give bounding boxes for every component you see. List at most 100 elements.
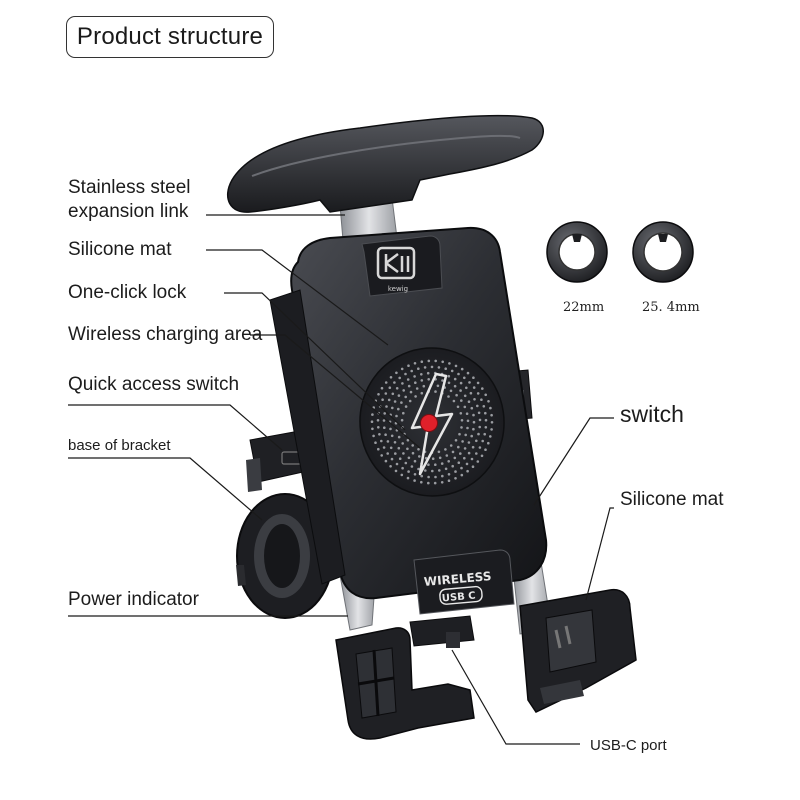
pad-dot — [401, 382, 404, 385]
pad-dot — [385, 405, 388, 408]
pad-dot — [390, 434, 394, 438]
pad-dot — [466, 426, 469, 430]
pad-dot — [460, 426, 463, 429]
pad-dot — [389, 427, 392, 431]
pad-dot — [427, 359, 431, 363]
pad-dot — [420, 391, 424, 395]
ring-size-22mm: 22mm — [563, 300, 605, 315]
pad-dot — [417, 448, 420, 451]
pad-dot — [398, 457, 402, 461]
pad-dot — [441, 474, 444, 478]
pad-dot — [457, 372, 460, 376]
pad-dot — [434, 359, 438, 363]
pad-dot — [471, 465, 475, 469]
pad-dot — [487, 441, 490, 445]
pad-dot — [464, 433, 468, 437]
pad-dot — [384, 433, 387, 437]
pad-dot — [407, 470, 410, 473]
pad-dot — [459, 381, 463, 385]
pad-dot — [447, 473, 451, 476]
pad-dot — [433, 481, 437, 485]
pad-dot — [484, 418, 488, 422]
pad-dot — [408, 399, 412, 403]
pad-dot — [460, 419, 464, 422]
wireless-text: WIRELESS — [423, 569, 492, 589]
pad-dot — [460, 473, 464, 477]
pad-dot — [454, 439, 458, 442]
leader-usb-c-port — [451, 649, 580, 745]
pad-dot — [384, 381, 388, 384]
pad-dot — [460, 367, 464, 371]
pad-dot — [455, 393, 458, 397]
pad-dot — [444, 367, 448, 371]
pad-dot — [459, 452, 462, 455]
pad-dot — [393, 441, 397, 444]
pad-dot — [377, 447, 380, 451]
pad-dot — [480, 454, 484, 458]
label-expansion-link-line2: expansion link — [68, 201, 189, 222]
pad-dot — [386, 440, 390, 443]
pad-dot — [374, 441, 377, 445]
pad-dot — [395, 371, 398, 375]
pad-dot — [401, 466, 404, 470]
wireless-badge: WIRELESS USB C — [413, 549, 515, 615]
pad-dot — [459, 389, 462, 392]
pad-dot — [490, 413, 493, 417]
pad-dot — [476, 392, 480, 395]
pad-dot — [382, 419, 386, 422]
pad-dot — [406, 438, 410, 442]
pad-dot — [427, 463, 430, 467]
pad-dot — [483, 432, 487, 436]
pad-dot — [420, 360, 424, 364]
label-power-indicator: Power indicator — [68, 589, 199, 610]
pad-dot — [458, 432, 461, 436]
pad-dot — [484, 426, 488, 429]
pad-dot — [471, 445, 475, 449]
pad-dot — [395, 462, 399, 466]
pad-dot — [426, 371, 430, 375]
pad-dot — [420, 379, 424, 382]
pad-dot — [470, 434, 474, 438]
pad-dot — [463, 456, 466, 460]
pad-dot — [406, 476, 410, 480]
pad-dot — [424, 469, 427, 472]
pad-dot — [465, 412, 469, 416]
pad-dot — [476, 381, 480, 385]
label-quick-access-switch: Quick access switch — [68, 374, 240, 395]
pad-dot — [459, 412, 463, 415]
pad-dot — [470, 406, 474, 410]
pad-dot — [447, 460, 451, 463]
pad-dot — [472, 376, 475, 380]
pad-dot — [472, 413, 475, 417]
pad-dot — [413, 362, 417, 365]
pad-dot — [478, 446, 482, 449]
pad-dot — [467, 400, 471, 404]
pad-dot — [431, 469, 434, 473]
pad-dot — [437, 450, 441, 454]
pad-dot — [478, 418, 482, 422]
label-usb-c-port: USB-C port — [590, 737, 667, 754]
pad-dot — [413, 459, 417, 463]
pad-dot — [472, 427, 475, 431]
pad-dot — [460, 399, 463, 402]
pad-dot — [482, 405, 486, 408]
pad-dot — [461, 440, 464, 443]
pad-dot — [465, 386, 468, 390]
pad-dot — [465, 462, 469, 466]
top-clamp — [227, 114, 544, 213]
pad-dot — [490, 421, 494, 424]
pad-dot — [454, 364, 458, 368]
pad-dot — [477, 411, 481, 415]
pad-dot — [397, 435, 401, 439]
pad-dot — [477, 432, 480, 436]
wireless-charging-pad — [359, 347, 505, 497]
pad-dot — [466, 469, 469, 473]
pad-dot — [402, 411, 405, 415]
pad-dot — [388, 386, 392, 390]
pad-dot — [404, 461, 408, 465]
pad-dot — [372, 434, 375, 438]
pad-dot — [371, 427, 374, 431]
pad-dot — [406, 378, 410, 381]
pad-dot — [404, 395, 408, 399]
